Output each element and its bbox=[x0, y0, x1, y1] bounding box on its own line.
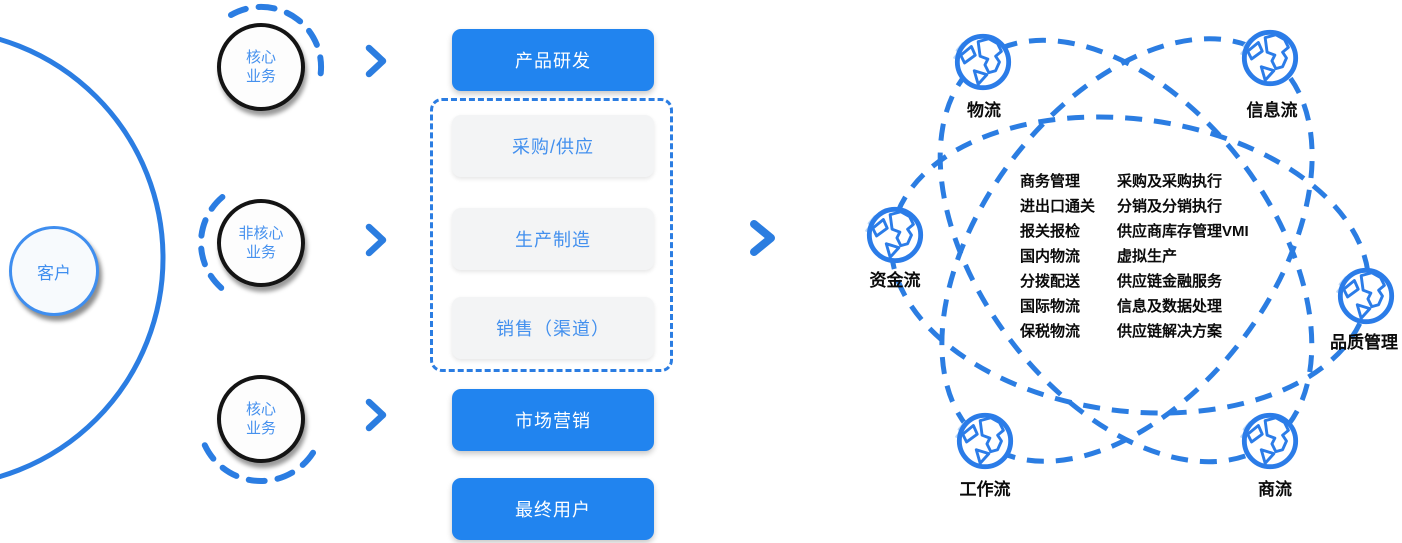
box-procurement: 采购/供应 bbox=[452, 115, 654, 177]
service-item: 供应链解决方案 bbox=[1117, 323, 1223, 340]
customer-circle: 客户 bbox=[9, 226, 99, 316]
service-item: 采购及采购执行 bbox=[1117, 173, 1223, 190]
service-item: 进出口通关 bbox=[1020, 198, 1096, 215]
globe-icon bbox=[1335, 265, 1397, 327]
service-item: 供应商库存管理VMI bbox=[1117, 223, 1249, 240]
box-manufacturing: 生产制造 bbox=[452, 208, 654, 270]
service-item: 虚拟生产 bbox=[1117, 248, 1178, 265]
services-list: 商务管理 采购及采购执行 进出口通关 分销及分销执行 报关报检 供应商库存管理V… bbox=[1020, 169, 1249, 344]
globe-icon bbox=[1239, 410, 1301, 472]
box-marketing: 市场营销 bbox=[452, 389, 654, 451]
dashed-arc-noncore bbox=[198, 194, 230, 296]
customer-arc bbox=[0, 36, 166, 480]
dashed-arc-core-bottom bbox=[201, 442, 321, 485]
flow-label-quality: 品质管理 bbox=[1330, 333, 1398, 352]
service-item: 国际物流 bbox=[1020, 298, 1081, 315]
core-business-circle-top: 核心 业务 bbox=[217, 23, 305, 111]
flow-label-workflow: 工作流 bbox=[959, 480, 1011, 499]
service-item: 保税物流 bbox=[1020, 323, 1081, 340]
globe-icon bbox=[864, 204, 926, 266]
service-item: 信息及数据处理 bbox=[1117, 298, 1223, 315]
service-item: 国内物流 bbox=[1020, 248, 1081, 265]
globe-icon bbox=[1239, 27, 1301, 89]
flow-label-commerce: 商流 bbox=[1258, 480, 1292, 499]
chevron-right-icon bbox=[365, 223, 387, 257]
box-end-user: 最终用户 bbox=[452, 478, 654, 540]
noncore-business-circle: 非核心 业务 bbox=[217, 199, 305, 287]
box-product-rd: 产品研发 bbox=[452, 29, 654, 91]
chevron-right-icon bbox=[365, 398, 387, 432]
outsourced-group-frame bbox=[430, 98, 673, 372]
chevron-right-icon-large bbox=[750, 220, 775, 256]
flow-label-information: 信息流 bbox=[1246, 101, 1298, 120]
service-item: 报关报检 bbox=[1020, 223, 1081, 240]
service-item: 商务管理 bbox=[1020, 173, 1081, 190]
flow-label-capital: 资金流 bbox=[869, 271, 921, 290]
core-business-circle-bottom: 核心 业务 bbox=[217, 375, 305, 463]
service-item: 分拨配送 bbox=[1020, 273, 1081, 290]
dashed-arc-core-top bbox=[228, 3, 324, 86]
box-sales-channel: 销售（渠道） bbox=[452, 297, 654, 359]
flow-label-logistics: 物流 bbox=[967, 101, 1001, 120]
globe-icon bbox=[954, 410, 1016, 472]
chevron-right-icon bbox=[365, 44, 387, 78]
service-item: 供应链金融服务 bbox=[1117, 273, 1223, 290]
globe-icon bbox=[952, 31, 1014, 93]
service-item: 分销及分销执行 bbox=[1117, 198, 1223, 215]
